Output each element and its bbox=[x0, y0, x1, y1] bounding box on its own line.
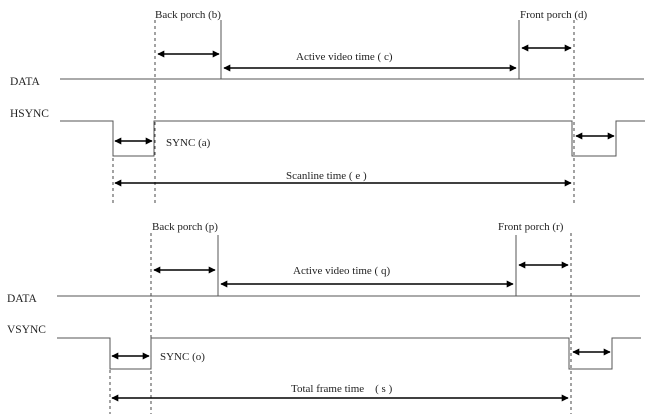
h-data-trace bbox=[60, 20, 644, 80]
h-sync-label: HSYNC bbox=[10, 108, 49, 120]
v-sync-trace bbox=[57, 337, 641, 370]
v-active-video-label: Active video time ( q) bbox=[293, 265, 390, 277]
h-total-label: Scanline time ( e ) bbox=[286, 170, 367, 182]
vertical-timing: DATA VSYNC Back porch (p) Front porch (r… bbox=[7, 221, 641, 414]
h-data-label: DATA bbox=[10, 76, 40, 88]
v-sync-width-label: SYNC (o) bbox=[160, 351, 205, 363]
v-back-porch-label: Back porch (p) bbox=[152, 221, 218, 233]
h-back-porch-label: Back porch (b) bbox=[155, 9, 221, 21]
v-data-label: DATA bbox=[7, 293, 37, 305]
h-sync-trace bbox=[60, 120, 645, 157]
v-sync-label: VSYNC bbox=[7, 324, 46, 336]
v-front-porch-label: Front porch (r) bbox=[498, 221, 564, 233]
h-front-porch-label: Front porch (d) bbox=[520, 9, 588, 21]
v-total-label: Total frame time ( s ) bbox=[291, 383, 393, 395]
h-active-video-label: Active video time ( c) bbox=[296, 51, 393, 63]
horizontal-timing: DATA HSYNC Back porch (b) Front porch (d… bbox=[10, 9, 645, 205]
h-sync-width-label: SYNC (a) bbox=[166, 137, 211, 149]
v-data-trace bbox=[57, 235, 640, 297]
